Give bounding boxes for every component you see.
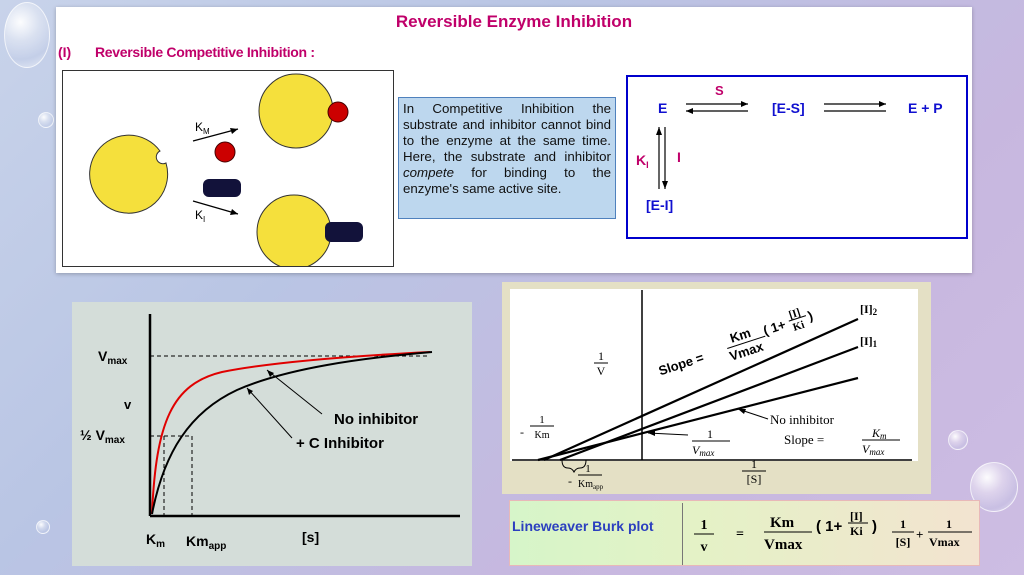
svg-text:Ki: Ki: [850, 524, 863, 538]
equation-label: Lineweaver Burk plot: [512, 518, 654, 534]
svg-text:1: 1: [701, 518, 708, 533]
svg-text:Vmax: Vmax: [692, 443, 714, 458]
enzyme-binding-diagram: KM KI: [62, 70, 394, 267]
lb-slope-label: Slope =: [784, 432, 824, 447]
section-title: Reversible Competitive Inhibition :: [95, 44, 315, 60]
svg-text:Vmax: Vmax: [862, 442, 884, 457]
equation-divider: [682, 503, 683, 565]
km-arrow: [192, 128, 239, 142]
bound-substrate-shape: [327, 101, 349, 123]
enzyme-inhibitor-shape: [256, 194, 332, 266]
svg-text:[S]: [S]: [896, 535, 911, 549]
enzyme-binding-svg: KM KI: [89, 73, 363, 266]
svg-text:[S]: [S]: [747, 472, 762, 486]
kmapp-axis-label: Kmapp: [186, 533, 226, 552]
slide-title: Reversible Enzyme Inhibition: [395, 12, 633, 31]
svg-text:1: 1: [585, 463, 591, 475]
no-inhibitor-curve: [151, 351, 431, 515]
lineweaver-burk-plot: 1 V Slope = Km Vmax ( 1+ [I] Ki ) [I]2 […: [502, 282, 931, 494]
mech-ki: KI: [636, 152, 649, 170]
free-inhibitor-shape: [203, 179, 241, 197]
s-axis-label: [s]: [302, 529, 319, 545]
michaelis-menten-plot: Vmax v ½ Vmax No inhibitor + C Inhibitor…: [72, 302, 472, 566]
mech-inhibitor: I: [677, 149, 681, 165]
vmax-label: Vmax: [98, 348, 128, 367]
i1-label: [I]1: [860, 334, 878, 349]
half-vmax-label: ½ Vmax: [80, 427, 125, 446]
explanation-text-end: for binding to the enzyme's same active …: [403, 165, 611, 196]
svg-text:=: =: [736, 527, 744, 542]
explanation-box: In Competitive Inhibition the substrate …: [398, 97, 616, 219]
mech-es-complex: [E-S]: [772, 100, 805, 116]
enzyme-substrate-shape: [258, 73, 334, 149]
mech-products: E + P: [908, 100, 943, 116]
decorative-bubble: [36, 520, 50, 534]
svg-text:1: 1: [539, 414, 545, 426]
ki-arrow: [192, 200, 239, 215]
svg-text:[I]: [I]: [850, 509, 863, 523]
mech-substrate: S: [715, 83, 724, 98]
decorative-bubble: [948, 430, 968, 450]
svg-text:): ): [806, 308, 815, 324]
svg-text:Vmax: Vmax: [929, 535, 960, 549]
section-number: (I): [58, 44, 72, 60]
neg-kmapp-label: -: [568, 474, 572, 488]
i2-label: [I]2: [860, 302, 878, 317]
svg-text:Km: Km: [535, 430, 550, 441]
lineweaver-burk-equation: Lineweaver Burk plot 1 v = Km Vmax ( 1+ …: [509, 500, 980, 566]
mech-enzyme: E: [658, 100, 667, 116]
svg-text:Km: Km: [770, 515, 795, 531]
km-axis-label: Km: [146, 531, 165, 550]
lb-y-label: 1: [598, 349, 604, 363]
bound-inhibitor-shape: [325, 222, 363, 242]
mm-plot-svg: Vmax v ½ Vmax No inhibitor + C Inhibitor…: [80, 314, 460, 552]
svg-text:V: V: [597, 364, 606, 378]
decorative-bubble: [4, 2, 50, 68]
inhibitor-label: + C Inhibitor: [296, 435, 384, 452]
explanation-emphasis: compete: [403, 165, 454, 180]
lb-no-inhibitor-label: No inhibitor: [770, 412, 835, 427]
decorative-bubble: [38, 112, 54, 128]
svg-text:Km: Km: [871, 426, 887, 441]
svg-text:Km: Km: [728, 325, 753, 346]
svg-text:+: +: [916, 527, 923, 542]
free-substrate-shape: [214, 141, 236, 163]
free-enzyme-shape: [89, 134, 169, 214]
i2-line: [543, 317, 859, 462]
svg-text:Kmapp: Kmapp: [578, 479, 604, 491]
svg-text:v: v: [701, 540, 708, 555]
v-axis-label: v: [124, 397, 132, 412]
slide-top-panel: Reversible Enzyme Inhibition (I) Reversi…: [56, 7, 972, 273]
lb-plot-svg: 1 V Slope = Km Vmax ( 1+ [I] Ki ) [I]2 […: [510, 289, 918, 491]
inhibitor-curve: [151, 351, 433, 515]
km-label: KM: [195, 120, 210, 136]
svg-text:( 1+: ( 1+: [816, 518, 843, 535]
svg-text:( 1+: ( 1+: [761, 317, 788, 338]
mech-ei-complex: [E-I]: [646, 197, 673, 213]
ki-label: KI: [195, 208, 205, 224]
svg-text:Vmax: Vmax: [764, 537, 803, 553]
mechanism-svg: E S [E-S] E + P KI I [E-I]: [636, 83, 943, 213]
reaction-mechanism-box: E S [E-S] E + P KI I [E-I]: [626, 75, 968, 239]
neg-km-label: -: [520, 425, 524, 439]
y-intercept-label: 1: [707, 427, 713, 441]
no-inhibitor-label: No inhibitor: [334, 411, 418, 428]
lb-x-label: 1: [751, 457, 757, 471]
svg-text:): ): [872, 518, 877, 535]
no-inhibitor-line: [537, 376, 859, 462]
svg-text:1: 1: [900, 517, 906, 531]
explanation-text: In Competitive Inhibition the substrate …: [403, 101, 611, 164]
svg-text:Ki: Ki: [791, 319, 806, 334]
svg-text:1: 1: [946, 517, 952, 531]
equation-svg: 1 v = Km Vmax ( 1+ [I] Ki ) 1 [S] + 1 Vm…: [694, 509, 972, 555]
